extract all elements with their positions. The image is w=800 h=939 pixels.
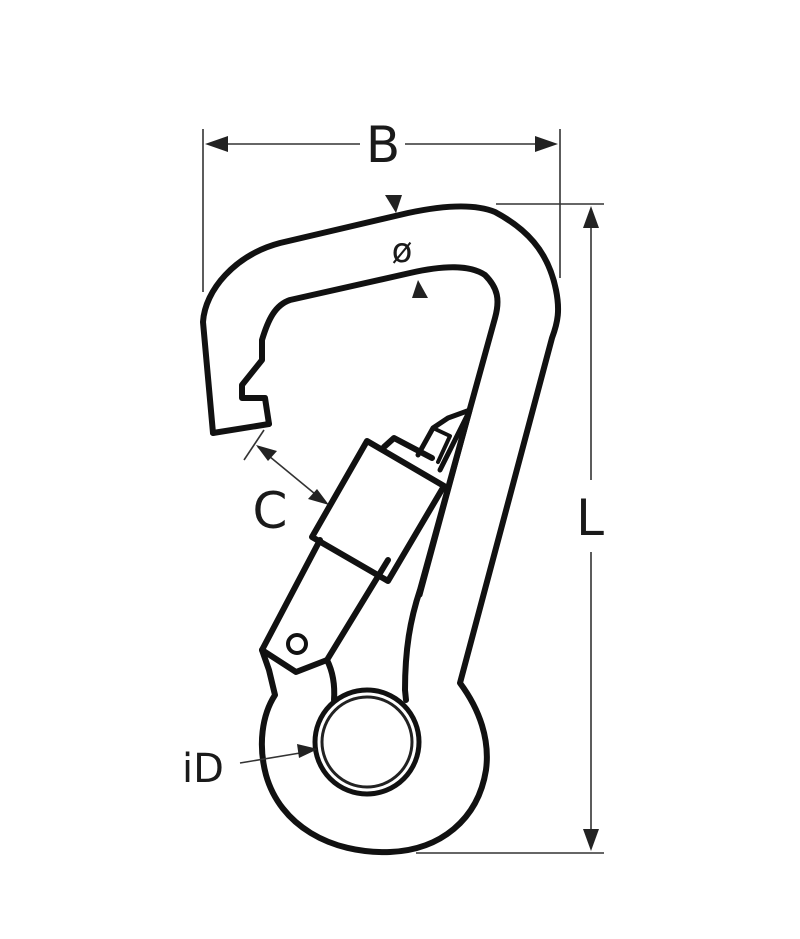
gate-latch-tip-inner bbox=[431, 426, 452, 464]
dia-arrow-bottom-icon bbox=[412, 280, 428, 298]
C-arrow-bottom-icon bbox=[308, 489, 329, 505]
C-tick bbox=[243, 429, 265, 461]
dia-arrow-top-icon bbox=[385, 195, 402, 213]
hook-nose bbox=[210, 421, 272, 436]
dimension-wire-diameter: ø bbox=[385, 195, 428, 298]
L-arrow-top-icon bbox=[583, 206, 599, 228]
body-outer-outline bbox=[200, 203, 562, 856]
spring-gate bbox=[259, 407, 473, 663]
C-arrow-top-icon bbox=[256, 445, 277, 461]
carabiner-body bbox=[200, 203, 562, 856]
dimension-iD: iD bbox=[182, 744, 318, 792]
dimension-L: L bbox=[416, 203, 604, 854]
body-inner-outline bbox=[239, 264, 501, 703]
iD-arrow-icon bbox=[297, 744, 318, 758]
B-arrow-left-icon bbox=[205, 136, 228, 152]
eye-ring-outer bbox=[312, 687, 422, 797]
gate-bar bbox=[259, 537, 391, 663]
gate-pivot-hole bbox=[286, 633, 308, 655]
dimension-C: C bbox=[243, 429, 329, 540]
dimension-B: B bbox=[202, 116, 561, 292]
label-L: L bbox=[576, 489, 604, 547]
gate-sleeve bbox=[309, 438, 447, 584]
label-diameter: ø bbox=[392, 231, 413, 271]
B-arrow-right-icon bbox=[535, 136, 558, 152]
gate-latch-tip bbox=[415, 407, 473, 473]
gate-spring-line bbox=[417, 407, 473, 598]
iD-leader-line bbox=[239, 751, 307, 764]
L-arrow-bottom-icon bbox=[583, 829, 599, 851]
label-iD: iD bbox=[182, 746, 224, 792]
eye-ring-inner bbox=[320, 695, 414, 789]
label-B: B bbox=[366, 116, 400, 174]
label-C: C bbox=[253, 482, 288, 540]
